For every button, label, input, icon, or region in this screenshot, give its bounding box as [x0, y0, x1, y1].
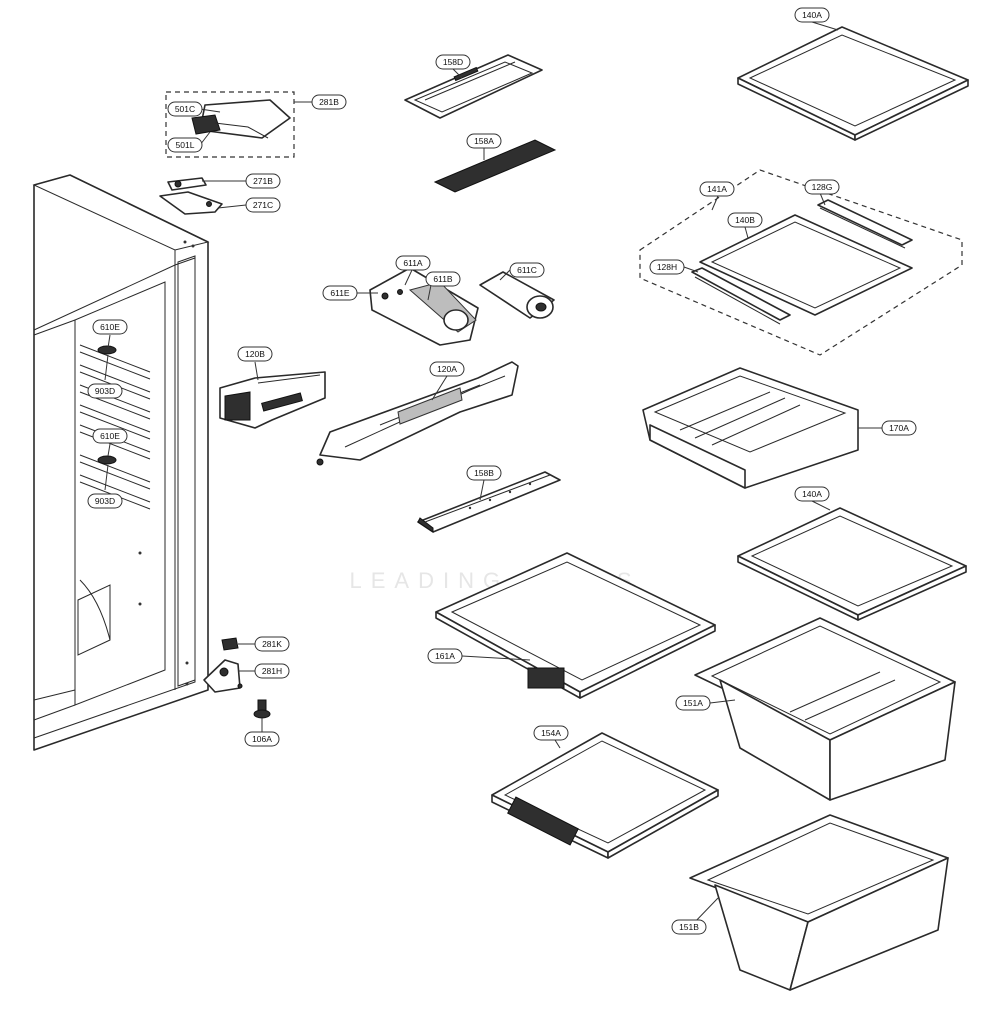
leader-lines	[104, 21, 882, 926]
part-tag-141A: 141A	[699, 181, 735, 197]
tag-label: 158D	[443, 57, 463, 67]
part-tag-611E: 611E	[322, 285, 358, 301]
tag-label: 611C	[517, 265, 537, 275]
part-tag-128H: 128H	[649, 259, 685, 275]
tag-label: 281B	[319, 97, 339, 107]
part-tag-158A: 158A	[466, 133, 502, 149]
tag-label: 128G	[812, 182, 833, 192]
tag-label: 501L	[176, 140, 195, 150]
tag-label: 611B	[433, 274, 453, 284]
part-tag-610E-a: 610E	[92, 319, 128, 335]
part-501C-501L	[191, 99, 291, 139]
tag-label: 158B	[474, 468, 494, 478]
part-tag-610E-b: 610E	[92, 428, 128, 444]
tag-label: 128H	[657, 262, 677, 272]
part-tag-271B: 271B	[245, 173, 281, 189]
group-box-281B	[165, 91, 295, 158]
part-128H	[691, 267, 791, 325]
part-tag-281H: 281H	[254, 663, 290, 679]
tag-label: 611E	[330, 288, 350, 298]
part-tag-611A: 611A	[395, 255, 431, 271]
tag-label: 120A	[437, 364, 457, 374]
tag-label: 281K	[262, 639, 282, 649]
tag-label: 903D	[95, 386, 115, 396]
part-tag-281K: 281K	[254, 636, 290, 652]
part-158A	[433, 139, 557, 193]
part-281K	[221, 637, 239, 651]
part-140A-mid	[737, 507, 967, 621]
tag-label: 141A	[707, 184, 727, 194]
refrigerator-cabinet	[32, 174, 210, 751]
tag-label: 154A	[541, 728, 561, 738]
part-tag-271C: 271C	[245, 197, 281, 213]
tag-label: 106A	[252, 734, 272, 744]
tag-label: 610E	[100, 431, 120, 441]
part-271C	[159, 191, 223, 215]
part-tag-611C: 611C	[509, 262, 545, 278]
part-271B	[167, 177, 207, 191]
tag-label: 610E	[100, 322, 120, 332]
part-158D	[404, 54, 543, 119]
part-611A-611B-611E	[369, 267, 479, 346]
shelf-rails	[79, 344, 151, 510]
part-140B	[699, 214, 913, 316]
part-tag-611B: 611B	[425, 271, 461, 287]
part-tag-120A: 120A	[429, 361, 465, 377]
part-tag-154A: 154A	[533, 725, 569, 741]
tag-label: 501C	[175, 104, 195, 114]
tag-label: 120B	[245, 349, 265, 359]
tag-label: 158A	[474, 136, 494, 146]
part-158B	[417, 471, 561, 533]
part-tag-128G: 128G	[804, 179, 840, 195]
part-tag-140B: 140B	[727, 212, 763, 228]
part-tag-140A-top: 140A	[794, 7, 830, 23]
part-151B	[689, 814, 949, 991]
part-tag-501C: 501C	[167, 101, 203, 117]
part-tag-158B: 158B	[466, 465, 502, 481]
part-151A	[694, 617, 956, 801]
part-161A	[435, 552, 716, 699]
part-120B	[219, 371, 326, 429]
part-140A-top	[737, 26, 969, 141]
tag-label: 903D	[95, 496, 115, 506]
part-tag-120B: 120B	[237, 346, 273, 362]
part-tag-281B: 281B	[311, 94, 347, 110]
part-128G	[817, 199, 913, 249]
part-611C	[479, 271, 555, 319]
part-120A	[316, 361, 519, 466]
tag-label: 271B	[253, 176, 273, 186]
tag-label: 140B	[735, 215, 755, 225]
tag-label: 151B	[679, 922, 699, 932]
tag-label: 281H	[262, 666, 282, 676]
tag-label: 170A	[889, 423, 909, 433]
tag-label: 271C	[253, 200, 273, 210]
part-tag-161A: 161A	[427, 648, 463, 664]
part-tag-903D-a: 903D	[87, 383, 123, 399]
tag-label: 161A	[435, 651, 455, 661]
part-tag-106A: 106A	[244, 731, 280, 747]
part-tag-140A-mid: 140A	[794, 486, 830, 502]
part-tag-151A: 151A	[675, 695, 711, 711]
tag-label: 140A	[802, 10, 822, 20]
tag-label: 611A	[403, 258, 423, 268]
part-154A	[491, 732, 719, 859]
part-tag-501L: 501L	[167, 137, 203, 153]
part-tag-151B: 151B	[671, 919, 707, 935]
group-box-141A	[639, 169, 963, 356]
tag-label: 151A	[683, 698, 703, 708]
part-tag-170A: 170A	[881, 420, 917, 436]
part-106A	[253, 699, 271, 719]
part-tag-903D-b: 903D	[87, 493, 123, 509]
tag-label: 140A	[802, 489, 822, 499]
part-281H	[203, 659, 243, 693]
part-170A	[642, 367, 859, 489]
part-tag-158D: 158D	[435, 54, 471, 70]
